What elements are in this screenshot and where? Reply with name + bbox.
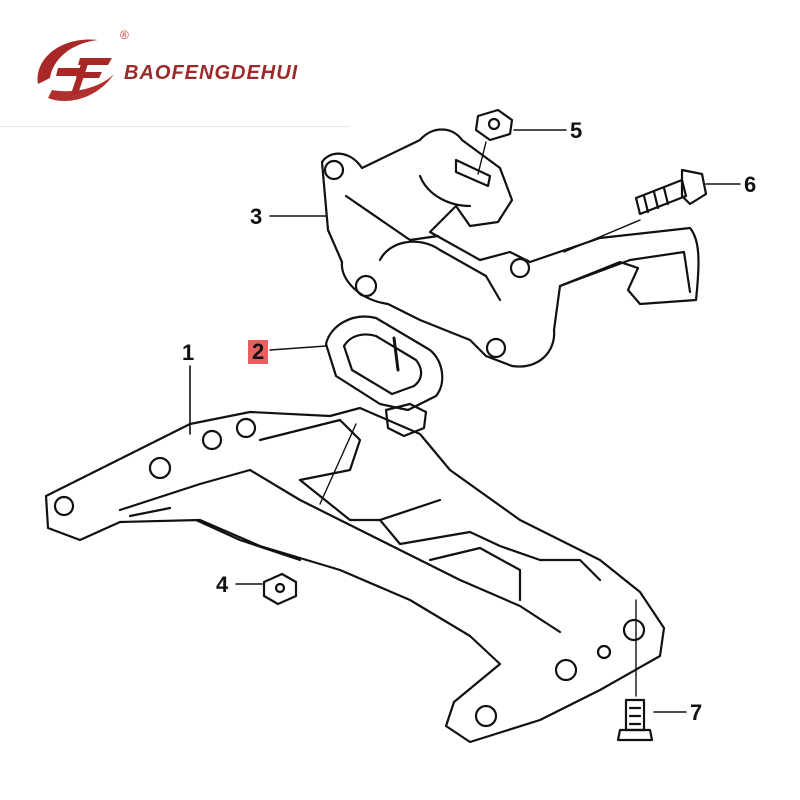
- registered-mark: ®: [120, 28, 129, 42]
- callout-7: 7: [690, 700, 703, 725]
- crossmember-icon: [44, 406, 666, 744]
- bolt-icon: [634, 168, 708, 216]
- callout-3: 3: [250, 204, 263, 229]
- nut-icon: [262, 572, 298, 606]
- brand-name: BAOFENGDEHUI: [124, 62, 299, 84]
- callout-1: 1: [182, 340, 195, 365]
- bolt-icon: [616, 698, 654, 742]
- callout-6: 6: [744, 172, 757, 197]
- nut-icon: [474, 108, 514, 142]
- bf-swoosh-logo-icon: [37, 39, 114, 101]
- brand-header: [0, 0, 350, 127]
- callout-2-highlighted: 2: [248, 340, 269, 364]
- rubber-mount-icon: [324, 315, 444, 438]
- bracket-icon: [320, 128, 700, 368]
- callout-4: 4: [216, 572, 229, 597]
- callout-5: 5: [570, 118, 583, 143]
